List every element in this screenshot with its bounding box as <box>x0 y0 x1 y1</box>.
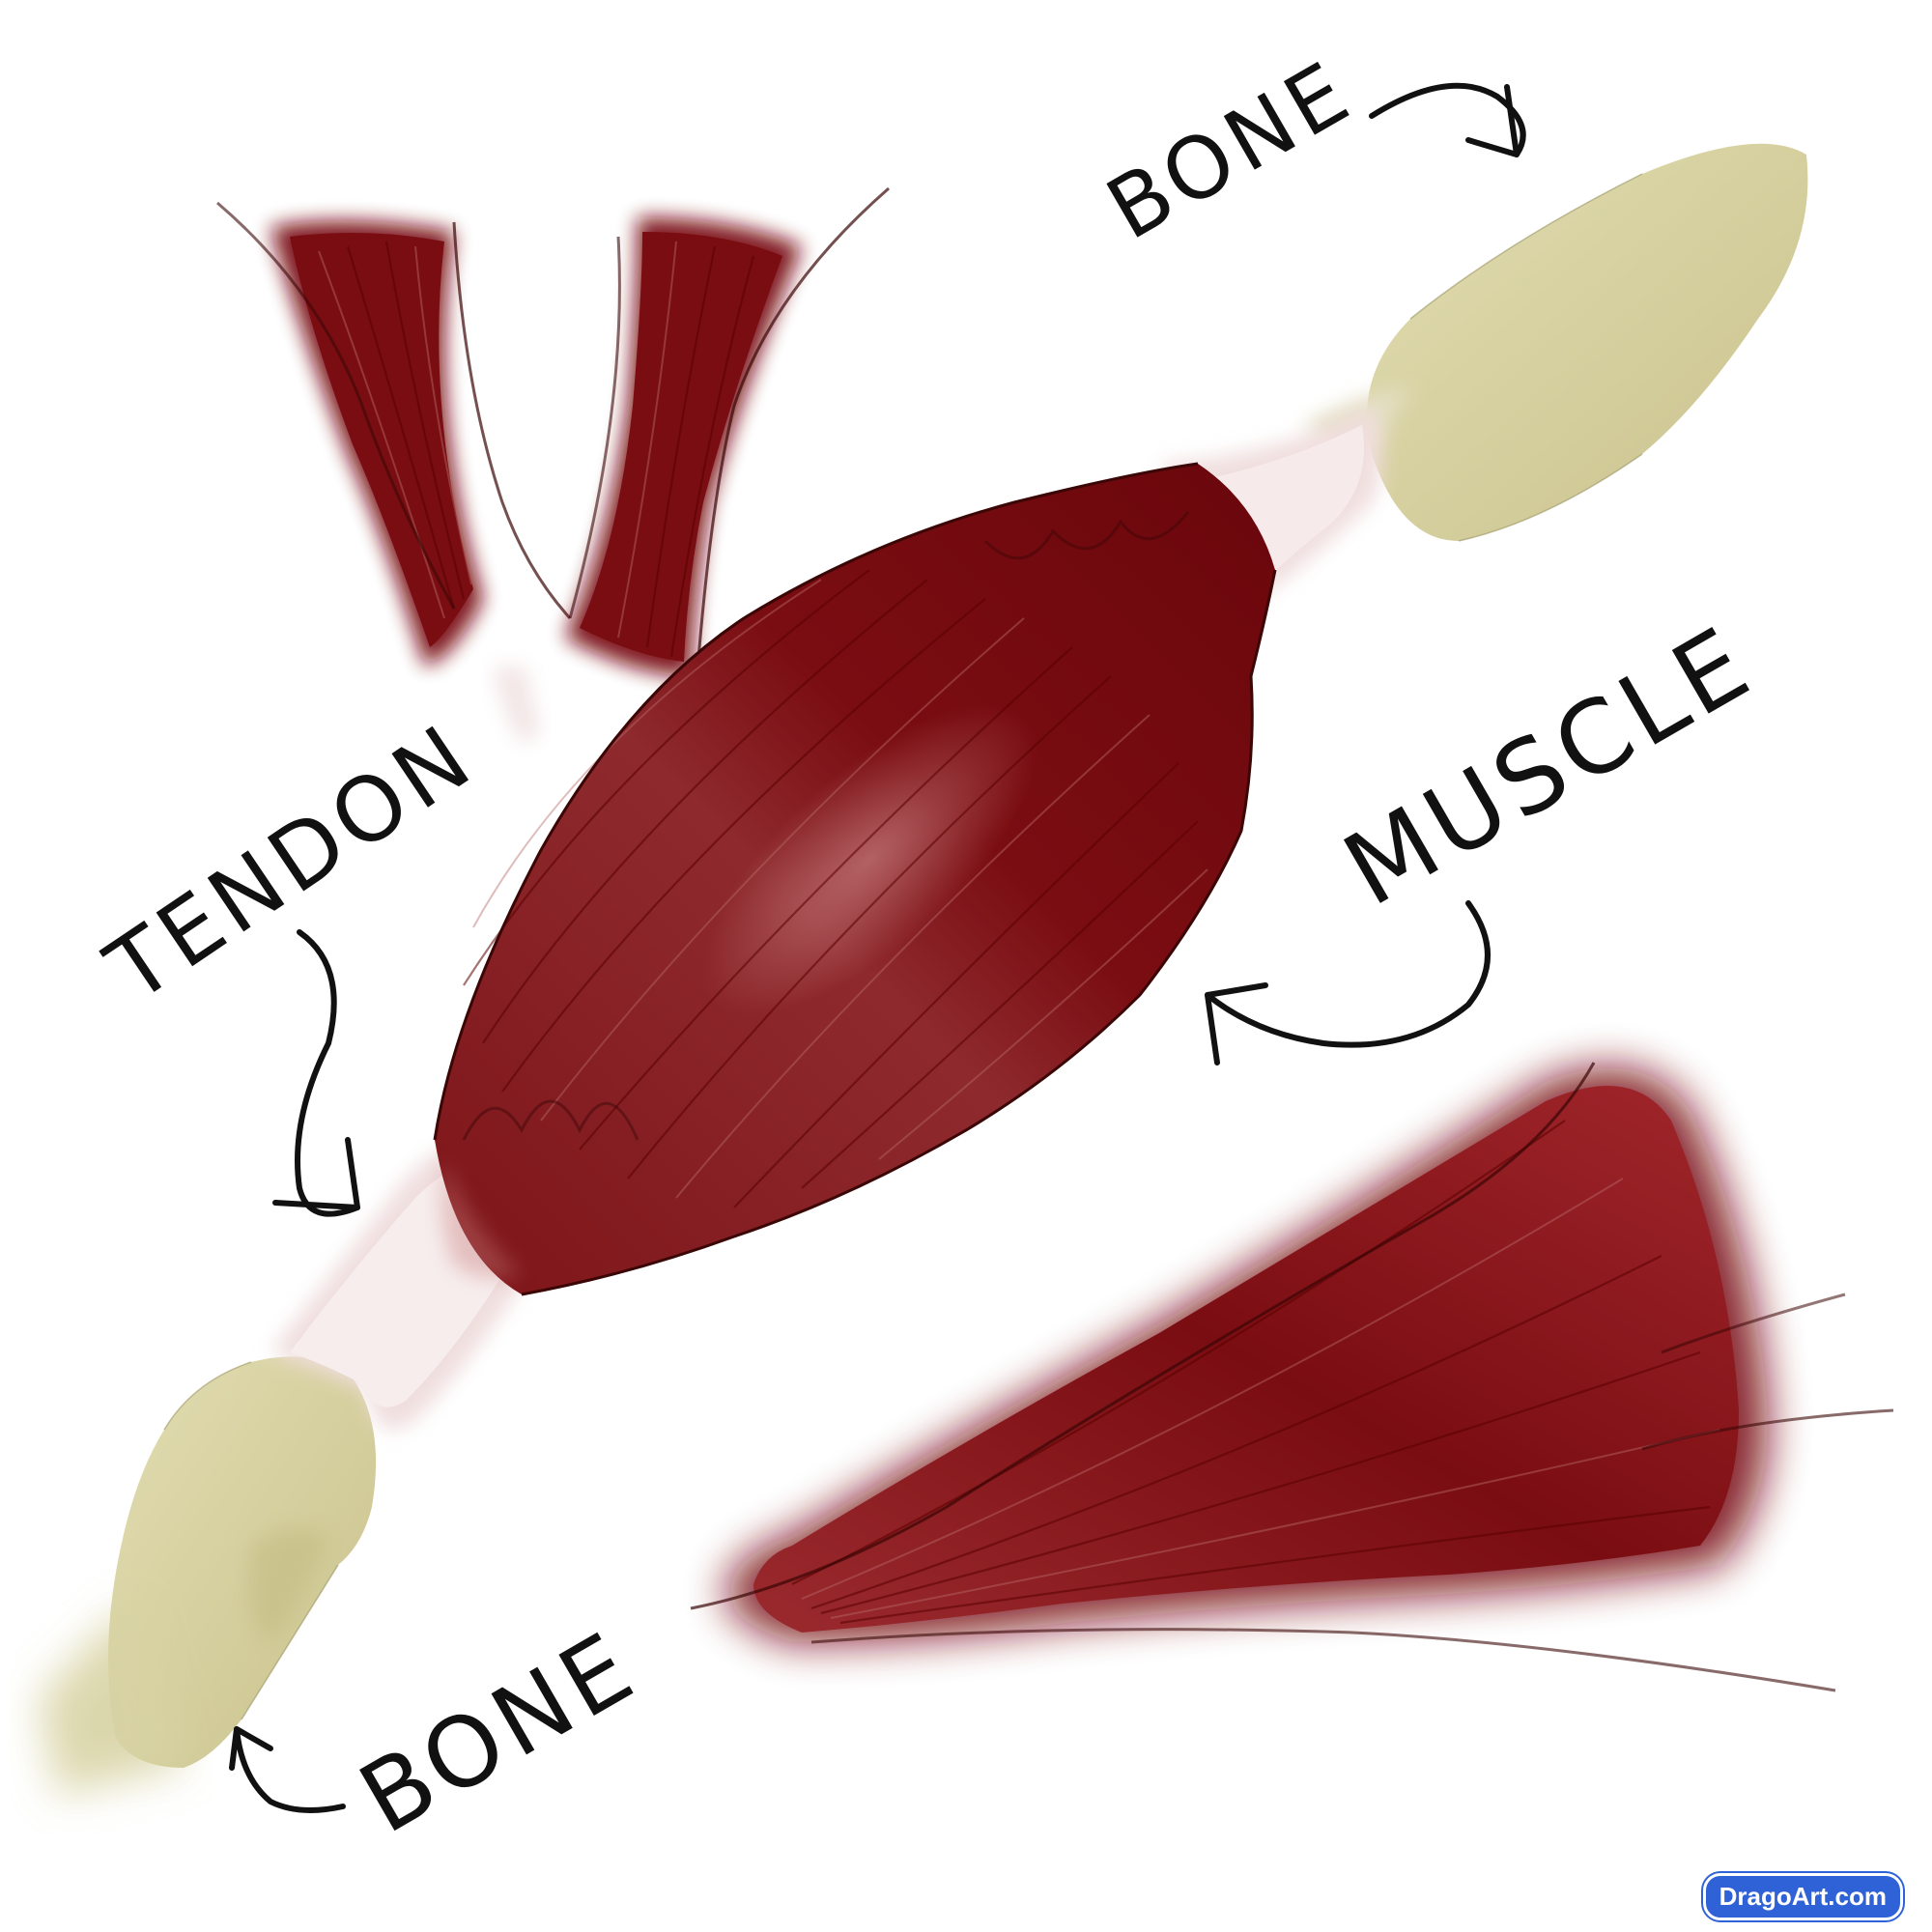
arrow-bone-bottom <box>229 1726 346 1813</box>
arrow-muscle <box>1205 900 1491 1065</box>
label-bone-top: BONE <box>1091 41 1369 259</box>
bone-top <box>1304 143 1808 542</box>
bone-bottom <box>39 1356 377 1797</box>
fan-muscle <box>690 1062 1894 1692</box>
label-bone-bottom: BONE <box>342 1609 656 1856</box>
label-tendon: TENDON <box>89 703 493 1022</box>
label-muscle: MUSCLE <box>1325 603 1773 929</box>
dragoart-watermark: DragoArt.com <box>1702 1873 1903 1920</box>
arrow-bone-top <box>1369 82 1526 157</box>
top-left-muscle-fragments <box>216 186 890 744</box>
main-muscle <box>433 462 1277 1296</box>
arrow-tendon <box>272 929 360 1217</box>
